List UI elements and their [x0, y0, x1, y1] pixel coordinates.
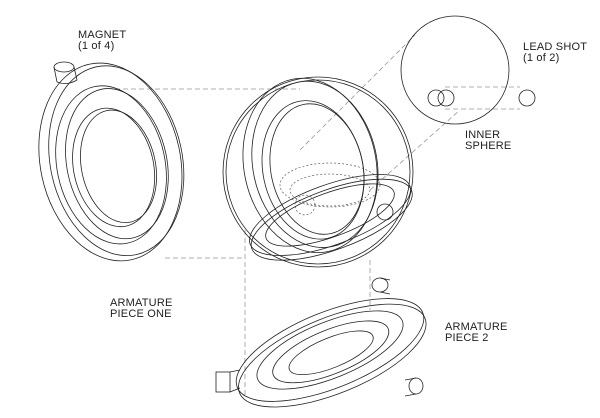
inner-sphere-label-line1: INNER	[465, 129, 501, 141]
inner-sphere	[400, 15, 510, 125]
inner-sphere-label: INNER SPHERE	[465, 130, 511, 152]
armature-one-label: ARMATURE PIECE ONE	[110, 298, 173, 320]
magnet-cylinder	[371, 277, 391, 295]
armature-one-label-line2: PIECE ONE	[110, 308, 172, 320]
lead-shot-label: LEAD SHOT (1 of 2)	[523, 42, 587, 64]
projection-lines	[115, 34, 520, 395]
inner-sphere-label-line2: SPHERE	[465, 140, 512, 152]
armature-two-label: ARMATURE PIECE 2	[445, 322, 508, 344]
magnet-cylinder	[53, 61, 78, 84]
magnet-label-line2: (1 of 4)	[78, 40, 115, 52]
armature-two-label-line1: ARMATURE	[445, 321, 508, 333]
armature-two-label-line2: PIECE 2	[445, 332, 489, 344]
magnet-label-line1: MAGNET	[78, 29, 127, 41]
armature-one-label-line1: ARMATURE	[110, 297, 173, 309]
assembled-sphere	[222, 76, 414, 268]
lead-shot-label-line1: LEAD SHOT	[523, 41, 588, 53]
magnet-label: MAGNET (1 of 4)	[78, 30, 126, 52]
lead-shot	[518, 89, 536, 107]
armature-piece-one	[38, 62, 185, 262]
magnet-cylinder	[404, 377, 424, 397]
lead-shot-label-line2: (1 of 2)	[523, 52, 560, 64]
magnet-cylinder	[215, 369, 241, 393]
armature-piece-two	[235, 298, 427, 408]
